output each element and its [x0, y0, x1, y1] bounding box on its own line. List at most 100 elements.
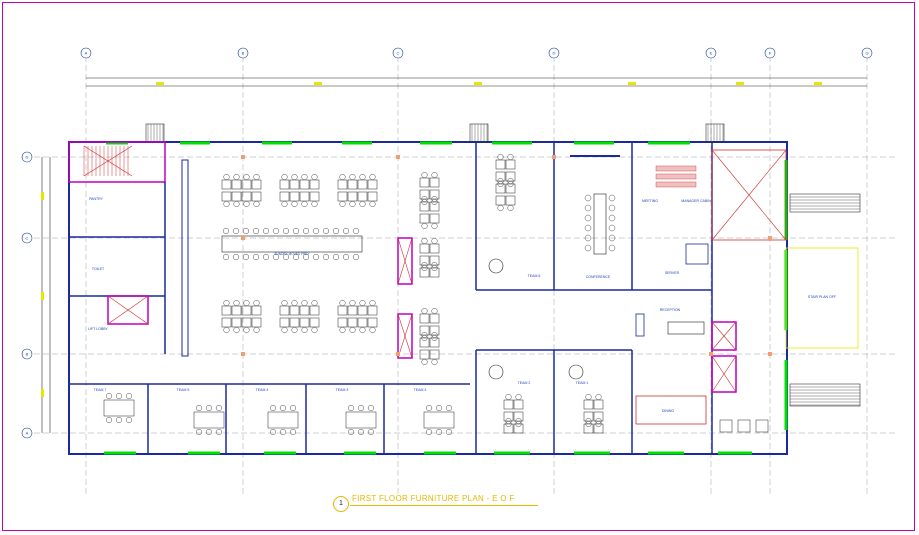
lift-cross [711, 355, 737, 393]
chair [222, 227, 229, 234]
chair [311, 300, 318, 307]
stair-right [711, 149, 787, 241]
workstation [251, 317, 262, 328]
workstation [429, 213, 440, 224]
chair [431, 308, 438, 315]
room-label-team-6: TEAM 6 [528, 274, 541, 278]
dimension-text [628, 82, 636, 85]
chair [205, 429, 212, 436]
workstation [429, 267, 440, 278]
chair [301, 173, 308, 180]
chair [595, 394, 602, 401]
chair [223, 300, 230, 307]
grid-bubble-row-label: D [26, 155, 29, 160]
chair [242, 227, 249, 234]
room-label-bay: TEAM 3 [414, 388, 427, 392]
chair [291, 300, 298, 307]
chair [313, 227, 320, 234]
workstation [347, 305, 358, 316]
chair [608, 234, 616, 242]
dimension-text [41, 292, 44, 300]
chair [323, 227, 330, 234]
chair [303, 253, 310, 260]
chair [584, 244, 592, 252]
chair [253, 200, 260, 207]
title-number: 1 [333, 496, 349, 512]
workstation [231, 317, 242, 328]
workstation [221, 179, 232, 190]
workstation [429, 349, 440, 360]
chair [243, 300, 250, 307]
chair [515, 418, 522, 425]
chair [223, 327, 230, 334]
workstation [279, 179, 290, 190]
chair [358, 429, 365, 436]
chair [584, 234, 592, 242]
workstation [309, 191, 320, 202]
column-marker [241, 352, 245, 356]
chair [105, 417, 112, 424]
chair [283, 227, 290, 234]
workstation [419, 189, 430, 200]
chair [280, 429, 287, 436]
chair [105, 393, 112, 400]
workstation [231, 191, 242, 202]
grid-bubble-col-label: F [769, 51, 772, 56]
room-label-bay: TEAM 4 [256, 388, 269, 392]
bay-desk [193, 411, 225, 429]
workstation [309, 317, 320, 328]
column-marker [396, 352, 400, 356]
chair [281, 173, 288, 180]
workstation [419, 243, 430, 254]
chair [293, 227, 300, 234]
chair [263, 227, 270, 234]
chair [293, 253, 300, 260]
chair [125, 417, 132, 424]
chair [339, 200, 346, 207]
chair [349, 327, 356, 334]
stair-cross [711, 149, 787, 241]
railing [705, 123, 725, 143]
workstation [593, 411, 604, 422]
chair [507, 204, 514, 211]
workstation [419, 255, 430, 266]
workstation [279, 317, 290, 328]
bay-desk [345, 411, 377, 429]
chair [232, 227, 239, 234]
room-label-open-office: SUNDRY MOVED FREY [274, 252, 310, 256]
chair [369, 173, 376, 180]
chair [223, 173, 230, 180]
workstation [429, 201, 440, 212]
grid-bubble-col-label: A [85, 51, 88, 56]
lift-shaft [107, 295, 149, 325]
workstation [429, 177, 440, 188]
room-label-bay: TEAM 7 [94, 388, 107, 392]
column-marker [241, 236, 245, 240]
lift-shaft [711, 355, 737, 393]
chair [280, 405, 287, 412]
chair [303, 227, 310, 234]
workstation [337, 191, 348, 202]
chair [505, 418, 512, 425]
drawing-title: FIRST FLOOR FURNITURE PLAN - E O F [352, 494, 515, 503]
round-table [568, 364, 584, 380]
chair [339, 173, 346, 180]
chair [359, 200, 366, 207]
chair [368, 405, 375, 412]
workstation [347, 179, 358, 190]
bay-desk [423, 411, 455, 429]
chair [359, 300, 366, 307]
chair [584, 224, 592, 232]
room-label-team-2: TEAM 2 [518, 381, 531, 385]
chair [431, 359, 438, 366]
chair [232, 253, 239, 260]
chair [585, 394, 592, 401]
workstation [583, 411, 594, 422]
workstation [299, 179, 310, 190]
workstation [251, 191, 262, 202]
dimension-text [736, 82, 744, 85]
chair [115, 393, 122, 400]
workstation [419, 325, 430, 336]
chair [497, 153, 504, 160]
workstation [513, 399, 524, 410]
